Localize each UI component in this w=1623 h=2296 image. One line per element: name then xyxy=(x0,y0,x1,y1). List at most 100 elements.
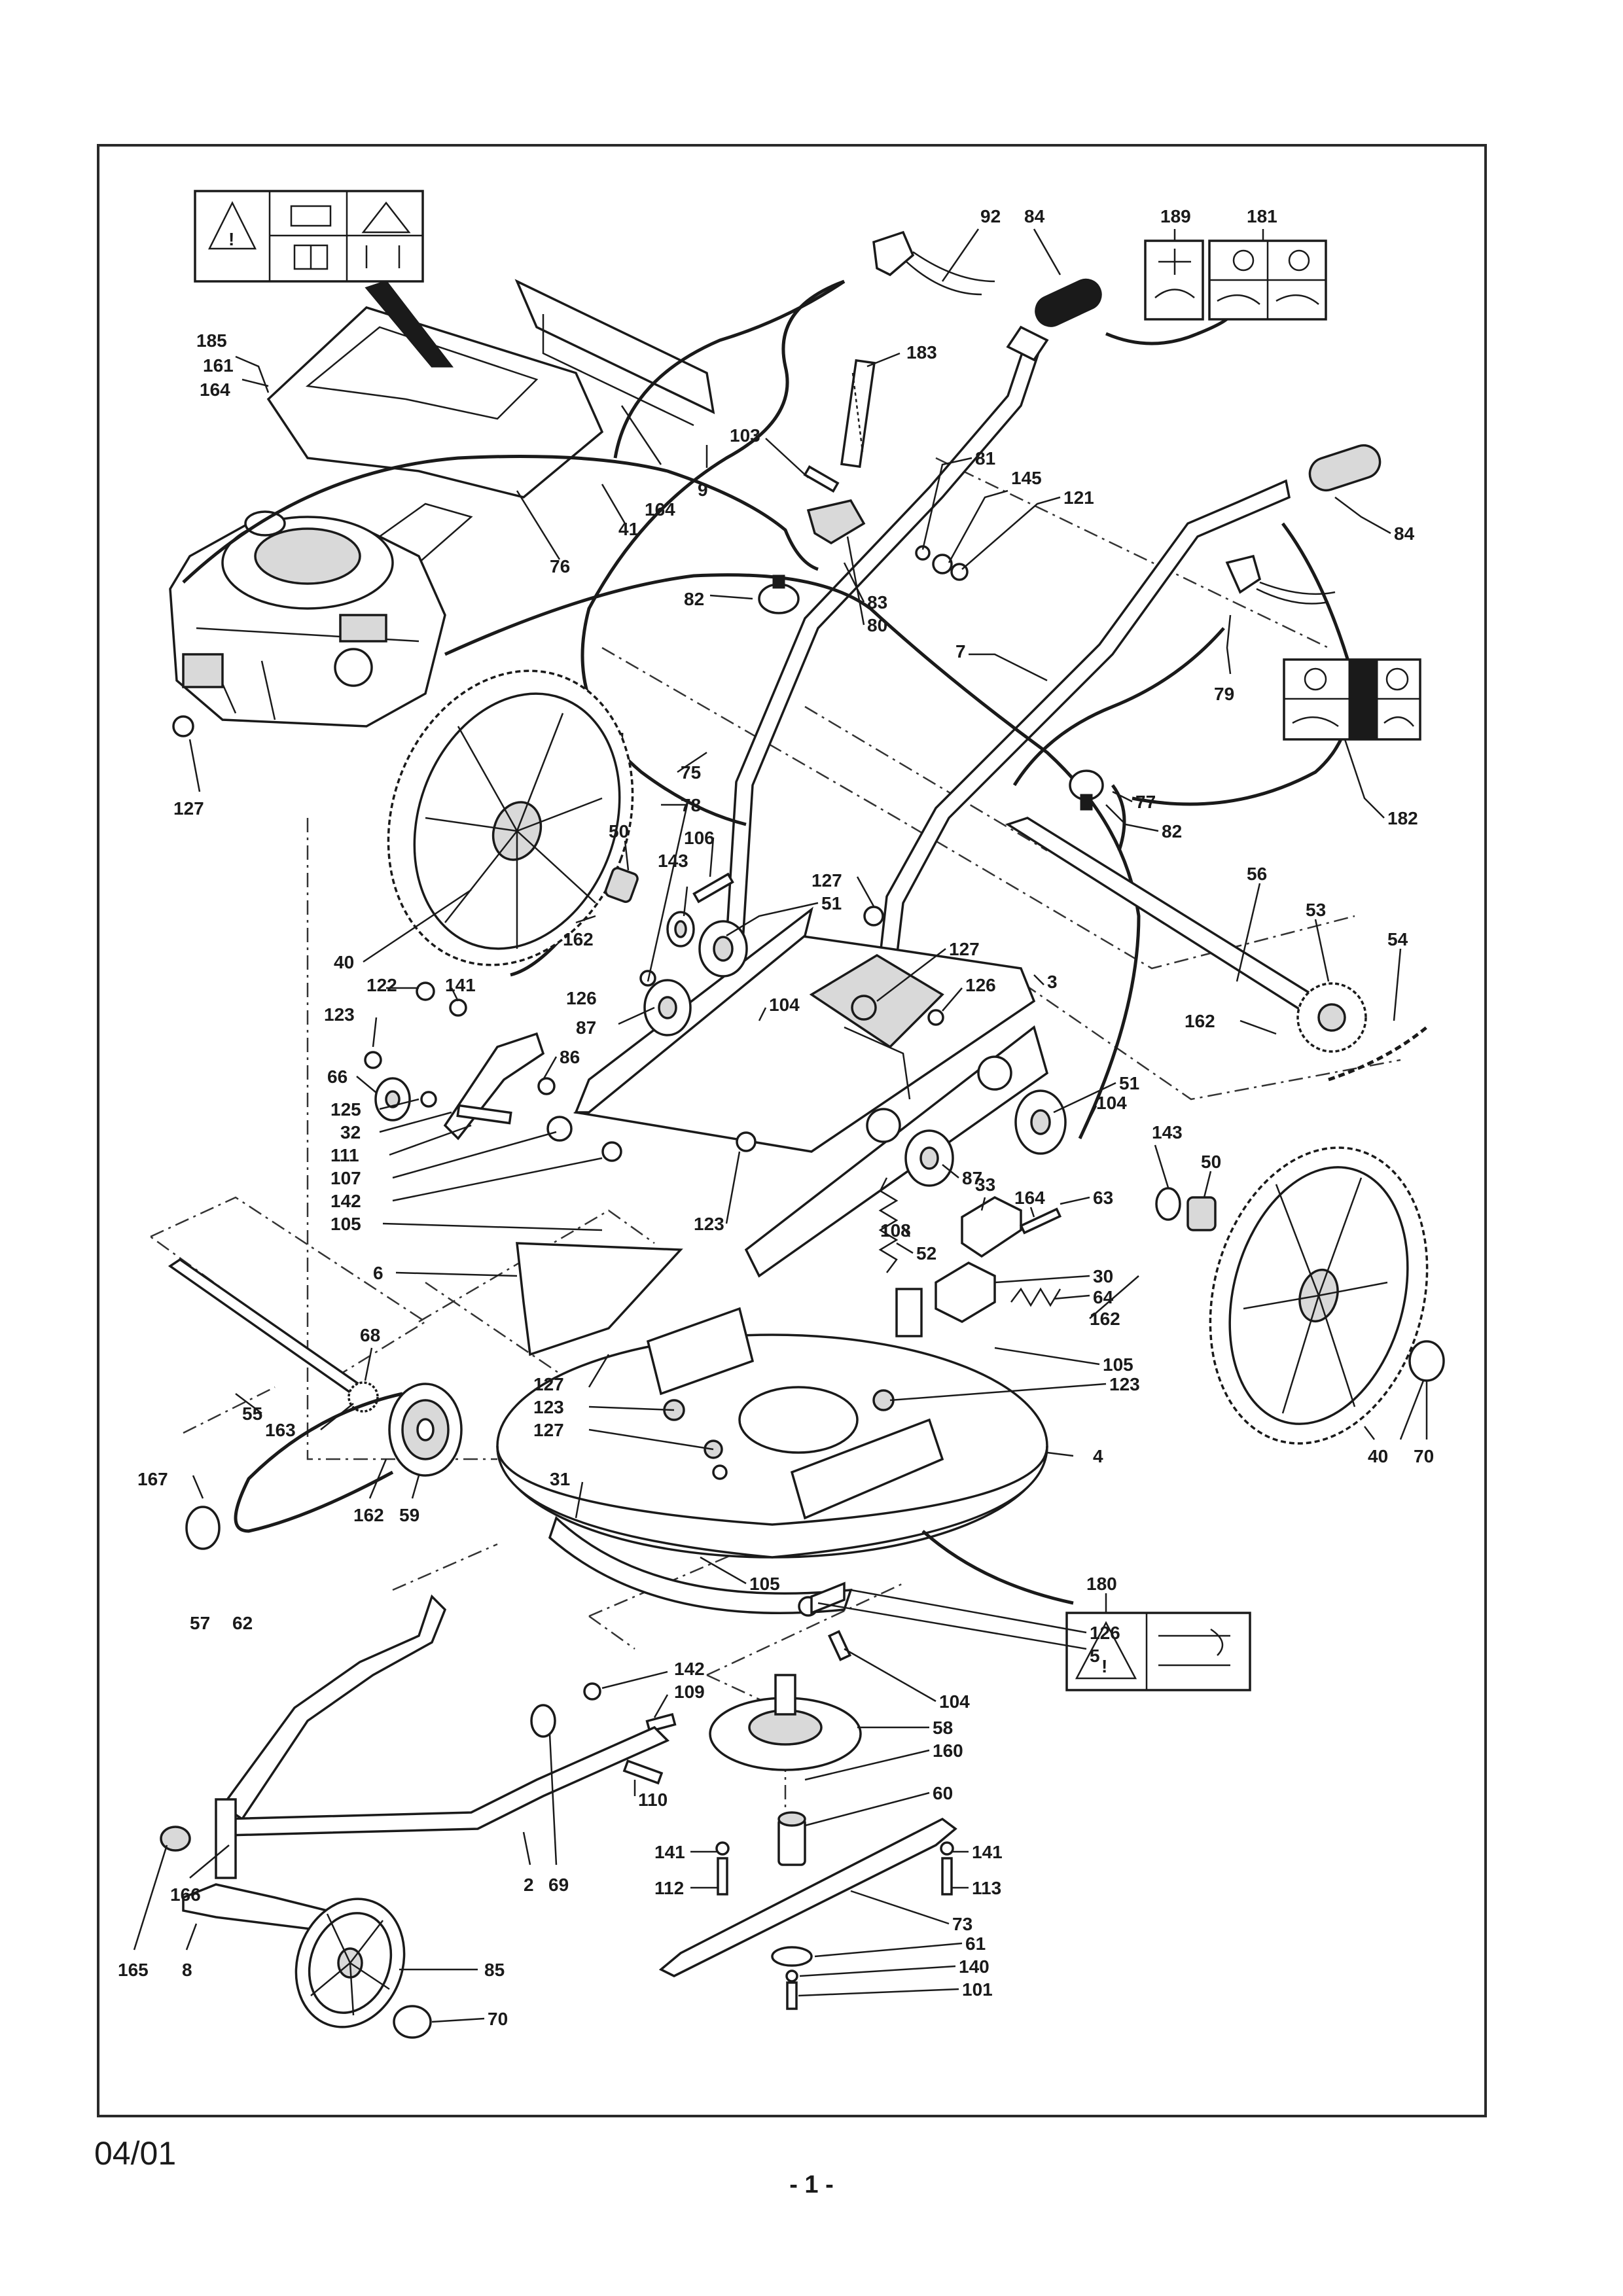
callout-labels: 185 161 164 164 9 41 76 92 84 189 181 18… xyxy=(118,206,1434,2029)
callout-126: 126 xyxy=(965,975,996,995)
callout-87: 87 xyxy=(962,1168,982,1188)
callout-143: 143 xyxy=(1152,1122,1183,1142)
decal-182 xyxy=(1283,658,1421,741)
callout-41: 41 xyxy=(618,519,639,539)
callout-167: 167 xyxy=(137,1469,168,1489)
callout-161: 161 xyxy=(203,355,234,376)
callout-30: 30 xyxy=(1093,1266,1113,1286)
hub-cap-70-front xyxy=(393,2005,432,2039)
callout-78: 78 xyxy=(681,795,701,815)
callout-64: 64 xyxy=(1093,1287,1114,1307)
callout-8: 8 xyxy=(182,1960,192,1980)
callout-82: 82 xyxy=(684,589,704,609)
callout-160: 160 xyxy=(933,1740,963,1761)
v-belt-62 xyxy=(234,1392,403,1533)
callout-162: 162 xyxy=(1185,1011,1215,1031)
callout-80: 80 xyxy=(867,615,887,635)
callout-165: 165 xyxy=(118,1960,149,1980)
callout-31: 31 xyxy=(550,1469,570,1489)
callout-5: 5 xyxy=(1090,1646,1100,1666)
callout-125: 125 xyxy=(330,1099,361,1120)
callout-83: 83 xyxy=(867,592,887,612)
handle-bar-part-7 xyxy=(722,325,1291,1016)
bushing-51-left xyxy=(698,920,748,978)
callout-56: 56 xyxy=(1247,864,1267,884)
callout-58: 58 xyxy=(933,1718,953,1738)
rear-wheel-40-right xyxy=(1209,1146,1429,1445)
hub-50-right xyxy=(1186,1196,1217,1231)
drawing-frame xyxy=(97,144,1487,2117)
callout-57: 57 xyxy=(190,1613,210,1633)
callout-143: 143 xyxy=(658,851,688,871)
pulley-59 xyxy=(388,1383,463,1477)
callout-189: 189 xyxy=(1160,206,1191,226)
callout-123: 123 xyxy=(694,1214,724,1234)
assembly-lines xyxy=(149,457,1401,1819)
callout-182: 182 xyxy=(1387,808,1418,828)
callout-123: 123 xyxy=(533,1397,564,1417)
deflector-plate-part-9 xyxy=(514,279,715,427)
callout-113: 113 xyxy=(972,1878,1001,1898)
grip-84-left xyxy=(1035,278,1102,327)
mower-deck-4 xyxy=(496,1307,1074,1605)
callout-183: 183 xyxy=(906,342,937,362)
warning-pointer-arrow xyxy=(365,280,454,368)
callout-111: 111 xyxy=(330,1145,359,1165)
callout-164: 164 xyxy=(1014,1188,1045,1208)
callout-105: 105 xyxy=(749,1574,780,1594)
sprocket-53 xyxy=(1296,982,1367,1053)
bolt-106 xyxy=(692,872,734,904)
callout-162: 162 xyxy=(1090,1309,1120,1329)
callout-76: 76 xyxy=(550,556,570,576)
hub-cap-70-right xyxy=(1408,1340,1445,1382)
callout-81: 81 xyxy=(975,448,995,468)
blade-washer-61-140-101 xyxy=(771,1946,813,2010)
callout-163: 163 xyxy=(265,1420,296,1440)
callout-107: 107 xyxy=(330,1168,361,1188)
callout-4: 4 xyxy=(1093,1446,1103,1466)
callout-60: 60 xyxy=(933,1783,953,1803)
callout-162: 162 xyxy=(563,929,594,949)
nuts-127-126 xyxy=(639,906,944,1152)
callout-142: 142 xyxy=(674,1659,705,1679)
callout-59: 59 xyxy=(399,1505,419,1525)
callout-103: 103 xyxy=(730,425,760,446)
callout-109: 109 xyxy=(674,1682,705,1702)
callout-105: 105 xyxy=(1103,1354,1133,1375)
revision-date: 04/01 xyxy=(94,2135,177,2172)
bracket-30 xyxy=(935,1262,996,1323)
callout-110: 110 xyxy=(638,1790,668,1810)
page-number: - 1 - xyxy=(789,2171,834,2199)
caster-axle-8 xyxy=(182,1798,329,1932)
decal-181 xyxy=(1208,239,1327,321)
callout-69: 69 xyxy=(548,1875,569,1895)
cutting-blade-73 xyxy=(658,1817,957,1977)
front-bracket-2 xyxy=(221,1594,670,1837)
callout-141: 141 xyxy=(445,975,476,995)
callout-9: 9 xyxy=(698,480,708,500)
callout-70: 70 xyxy=(1414,1446,1434,1466)
callout-145: 145 xyxy=(1011,468,1042,488)
callout-32: 32 xyxy=(340,1122,361,1142)
callout-86: 86 xyxy=(560,1047,580,1067)
warning-label-180: ! xyxy=(1065,1612,1251,1691)
sprocket-68 xyxy=(348,1381,379,1413)
bushing-51-right xyxy=(1014,1089,1067,1155)
callout-77: 77 xyxy=(1135,792,1156,812)
callout-104: 104 xyxy=(1096,1093,1127,1113)
callout-61: 61 xyxy=(965,1934,986,1954)
callout-40: 40 xyxy=(1368,1446,1388,1466)
callout-85: 85 xyxy=(484,1960,505,1980)
callout-51: 51 xyxy=(1119,1073,1139,1093)
callout-3: 3 xyxy=(1047,972,1058,992)
callout-127: 127 xyxy=(949,939,980,959)
callout-164: 164 xyxy=(645,499,675,520)
callout-7: 7 xyxy=(955,641,966,662)
callout-50: 50 xyxy=(1201,1152,1221,1172)
callout-54: 54 xyxy=(1387,929,1408,949)
drive-chain-54 xyxy=(1328,1026,1428,1082)
chassis-frame-part-3 xyxy=(573,906,1049,1278)
callout-87: 87 xyxy=(576,1017,596,1038)
warning-label-185: ! xyxy=(194,190,424,283)
cap-165 xyxy=(160,1826,191,1852)
